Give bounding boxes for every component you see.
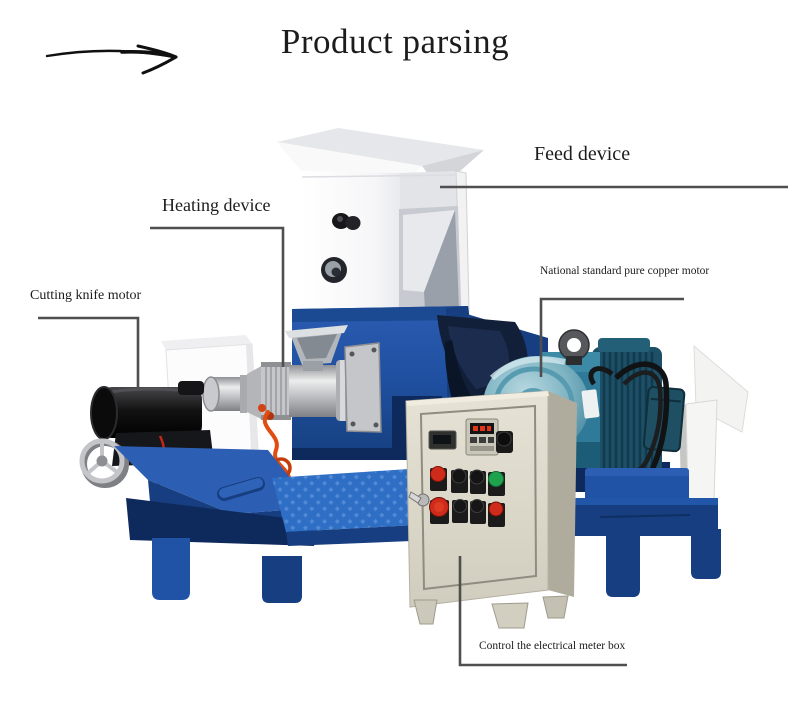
right-stand-panel	[679, 344, 749, 502]
feed-hopper	[277, 128, 484, 314]
handwheel	[79, 438, 129, 488]
motor-nameplate	[581, 389, 600, 419]
black-knob	[470, 499, 486, 524]
panel-knob	[496, 431, 513, 453]
lifting-eye-bolt	[558, 329, 590, 365]
label-copper-motor: National standard pure copper motor	[540, 265, 710, 277]
label-control-box: Control the electrical meter box	[479, 640, 626, 652]
key-switch	[408, 491, 430, 507]
leader-heating-device	[150, 226, 285, 367]
label-cutting-knife-motor: Cutting knife motor	[30, 288, 142, 303]
machine-leg	[152, 538, 190, 600]
black-knob	[451, 468, 468, 493]
red-button	[488, 501, 505, 527]
machine-leg	[262, 556, 302, 603]
label-feed-device: Feed device	[534, 143, 631, 165]
page-title: Product parsing	[280, 22, 510, 61]
black-knob	[469, 469, 486, 494]
panel-display	[428, 430, 457, 450]
heating-collar	[261, 362, 291, 420]
cabinet-foot	[491, 602, 529, 629]
label-heating-device: Heating device	[162, 195, 271, 215]
green-button	[488, 471, 505, 496]
left-frame	[114, 446, 320, 603]
black-knob	[452, 499, 468, 523]
platform	[272, 468, 436, 546]
sketch-arrow-icon	[45, 44, 178, 75]
hopper-knob	[332, 213, 361, 230]
leader-copper-motor	[539, 297, 684, 377]
temperature-controller	[465, 418, 499, 456]
leader-lines	[38, 185, 788, 667]
control-cabinet	[405, 390, 577, 629]
emergency-stop-button	[429, 497, 449, 524]
machine-leg	[691, 529, 721, 579]
leader-control-box	[458, 556, 627, 667]
cabinet-foot	[413, 599, 438, 625]
red-button	[430, 466, 447, 491]
motor-base	[566, 468, 721, 597]
cabinet-foot	[542, 595, 569, 619]
cabinet-door	[419, 404, 538, 591]
hopper-port	[321, 257, 347, 283]
barrel-feed-hopper	[285, 325, 348, 371]
machine-leg	[606, 534, 640, 597]
barrel-mount-plate	[344, 342, 382, 433]
leader-cutting-motor	[38, 316, 140, 388]
